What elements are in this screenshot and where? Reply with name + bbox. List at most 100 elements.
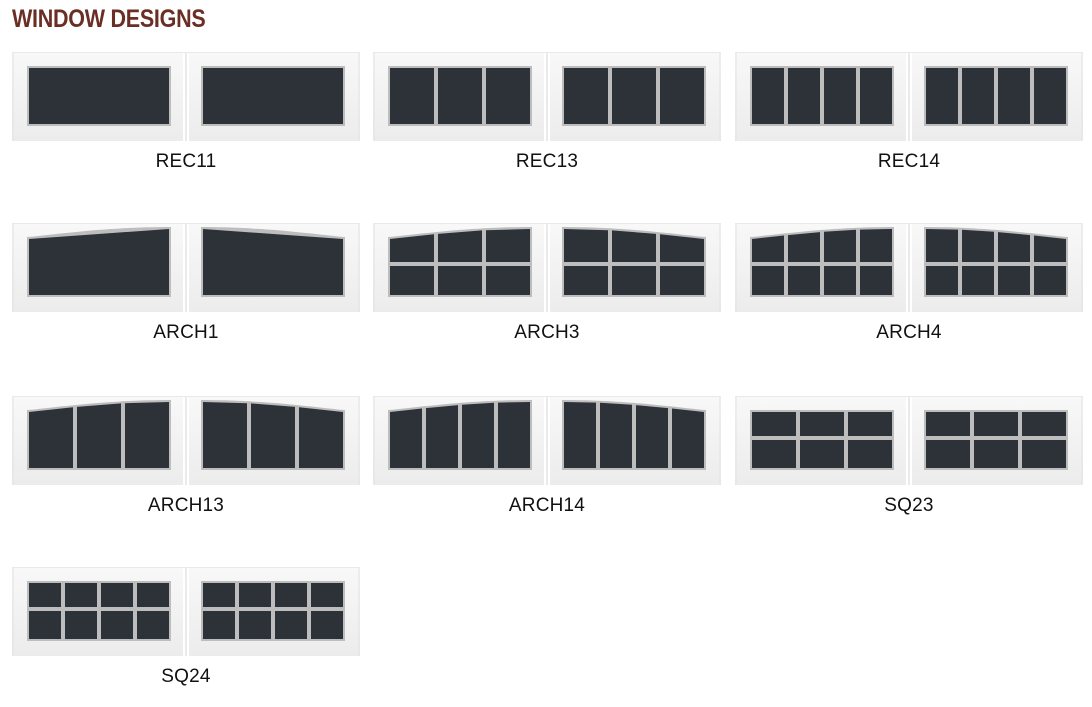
glass-pane bbox=[438, 68, 482, 124]
glass-pane bbox=[860, 68, 892, 124]
design-option-rec11[interactable]: REC11 bbox=[12, 52, 360, 192]
glass-pane bbox=[311, 583, 343, 607]
glass-pane bbox=[612, 266, 656, 295]
window-left bbox=[750, 227, 894, 297]
glass-pane bbox=[203, 68, 343, 124]
glass-pane bbox=[824, 266, 856, 295]
glass-pane bbox=[1034, 235, 1066, 262]
glass-pane bbox=[800, 440, 844, 468]
design-label: ARCH14 bbox=[508, 495, 586, 516]
glass-pane bbox=[137, 611, 169, 639]
window-illustration bbox=[12, 224, 360, 312]
design-label: REC13 bbox=[515, 151, 579, 172]
window-illustration bbox=[735, 224, 1083, 312]
door-section-thumbnail bbox=[373, 223, 721, 312]
window-right bbox=[924, 410, 1068, 470]
glass-pane bbox=[636, 405, 668, 468]
window-frame bbox=[750, 66, 894, 126]
glass-pane bbox=[926, 229, 958, 262]
page-title: WINDOW DESIGNS bbox=[12, 5, 206, 33]
glass-pane bbox=[29, 407, 73, 468]
glass-pane bbox=[486, 266, 530, 295]
glass-pane bbox=[203, 611, 235, 639]
window-left bbox=[27, 66, 171, 126]
glass-pane bbox=[1034, 266, 1066, 295]
window-right bbox=[201, 400, 345, 470]
window-right bbox=[562, 66, 706, 126]
glass-pane bbox=[203, 402, 247, 468]
glass-pane bbox=[438, 230, 482, 262]
glass-pane bbox=[926, 440, 970, 468]
glass-pane bbox=[788, 266, 820, 295]
glass-pane bbox=[275, 583, 307, 607]
glass-pane bbox=[860, 229, 892, 262]
glass-pane bbox=[612, 68, 656, 124]
window-illustration bbox=[735, 53, 1083, 141]
design-option-sq24[interactable]: SQ24 bbox=[12, 567, 360, 707]
glass-pane bbox=[860, 266, 892, 295]
design-option-rec13[interactable]: REC13 bbox=[373, 52, 721, 192]
glass-pane bbox=[239, 583, 271, 607]
glass-pane bbox=[848, 440, 892, 468]
glass-pane bbox=[101, 611, 133, 639]
glass-pane bbox=[788, 68, 820, 124]
design-label: ARCH1 bbox=[153, 322, 219, 343]
glass-pane bbox=[962, 229, 994, 262]
design-option-sq23[interactable]: SQ23 bbox=[735, 396, 1083, 536]
design-label: ARCH13 bbox=[147, 495, 225, 516]
glass-pane bbox=[752, 68, 784, 124]
design-option-arch1[interactable]: ARCH1 bbox=[12, 223, 360, 363]
glass-pane bbox=[974, 440, 1018, 468]
window-right bbox=[924, 227, 1068, 297]
window-right bbox=[562, 400, 706, 470]
glass-pane bbox=[426, 405, 458, 468]
window-right bbox=[924, 66, 1068, 126]
design-option-arch14[interactable]: ARCH14 bbox=[373, 396, 721, 536]
glass-pane bbox=[926, 266, 958, 295]
window-left bbox=[27, 227, 171, 297]
door-section-thumbnail bbox=[12, 223, 360, 312]
design-option-arch3[interactable]: ARCH3 bbox=[373, 223, 721, 363]
glass-pane bbox=[1022, 412, 1066, 436]
design-label: REC11 bbox=[155, 151, 217, 172]
glass-pane bbox=[390, 266, 434, 295]
glass-pane bbox=[486, 68, 530, 124]
glass-pane bbox=[926, 68, 958, 124]
glass-pane bbox=[998, 232, 1030, 262]
glass-pane bbox=[65, 611, 97, 639]
glass-pane bbox=[462, 402, 494, 468]
door-section-thumbnail bbox=[12, 396, 360, 485]
door-section-thumbnail bbox=[373, 52, 721, 141]
glass-pane bbox=[203, 229, 343, 295]
glass-pane bbox=[438, 266, 482, 295]
window-left bbox=[750, 66, 894, 126]
glass-pane bbox=[203, 583, 235, 607]
glass-pane bbox=[390, 408, 422, 468]
design-option-arch4[interactable]: ARCH4 bbox=[735, 223, 1083, 363]
door-section-thumbnail bbox=[735, 223, 1083, 312]
glass-pane bbox=[752, 235, 784, 262]
window-illustration bbox=[12, 397, 360, 485]
glass-pane bbox=[1022, 440, 1066, 468]
window-frame bbox=[388, 400, 532, 470]
design-label: SQ24 bbox=[161, 666, 211, 687]
design-option-rec14[interactable]: REC14 bbox=[735, 52, 1083, 192]
glass-pane bbox=[660, 234, 704, 262]
design-option-arch13[interactable]: ARCH13 bbox=[12, 396, 360, 536]
glass-pane bbox=[29, 611, 61, 639]
glass-pane bbox=[926, 412, 970, 436]
window-frame bbox=[924, 227, 1068, 297]
window-left bbox=[27, 400, 171, 470]
glass-pane bbox=[1034, 68, 1066, 124]
glass-pane bbox=[564, 68, 608, 124]
glass-pane bbox=[600, 402, 632, 468]
glass-pane bbox=[29, 68, 169, 124]
window-illustration bbox=[373, 53, 721, 141]
door-section-thumbnail bbox=[12, 567, 360, 656]
window-frame bbox=[562, 400, 706, 470]
window-right bbox=[201, 66, 345, 126]
window-right bbox=[201, 581, 345, 641]
design-label: ARCH3 bbox=[514, 322, 580, 343]
door-section-thumbnail bbox=[735, 52, 1083, 141]
door-section-thumbnail bbox=[12, 52, 360, 141]
